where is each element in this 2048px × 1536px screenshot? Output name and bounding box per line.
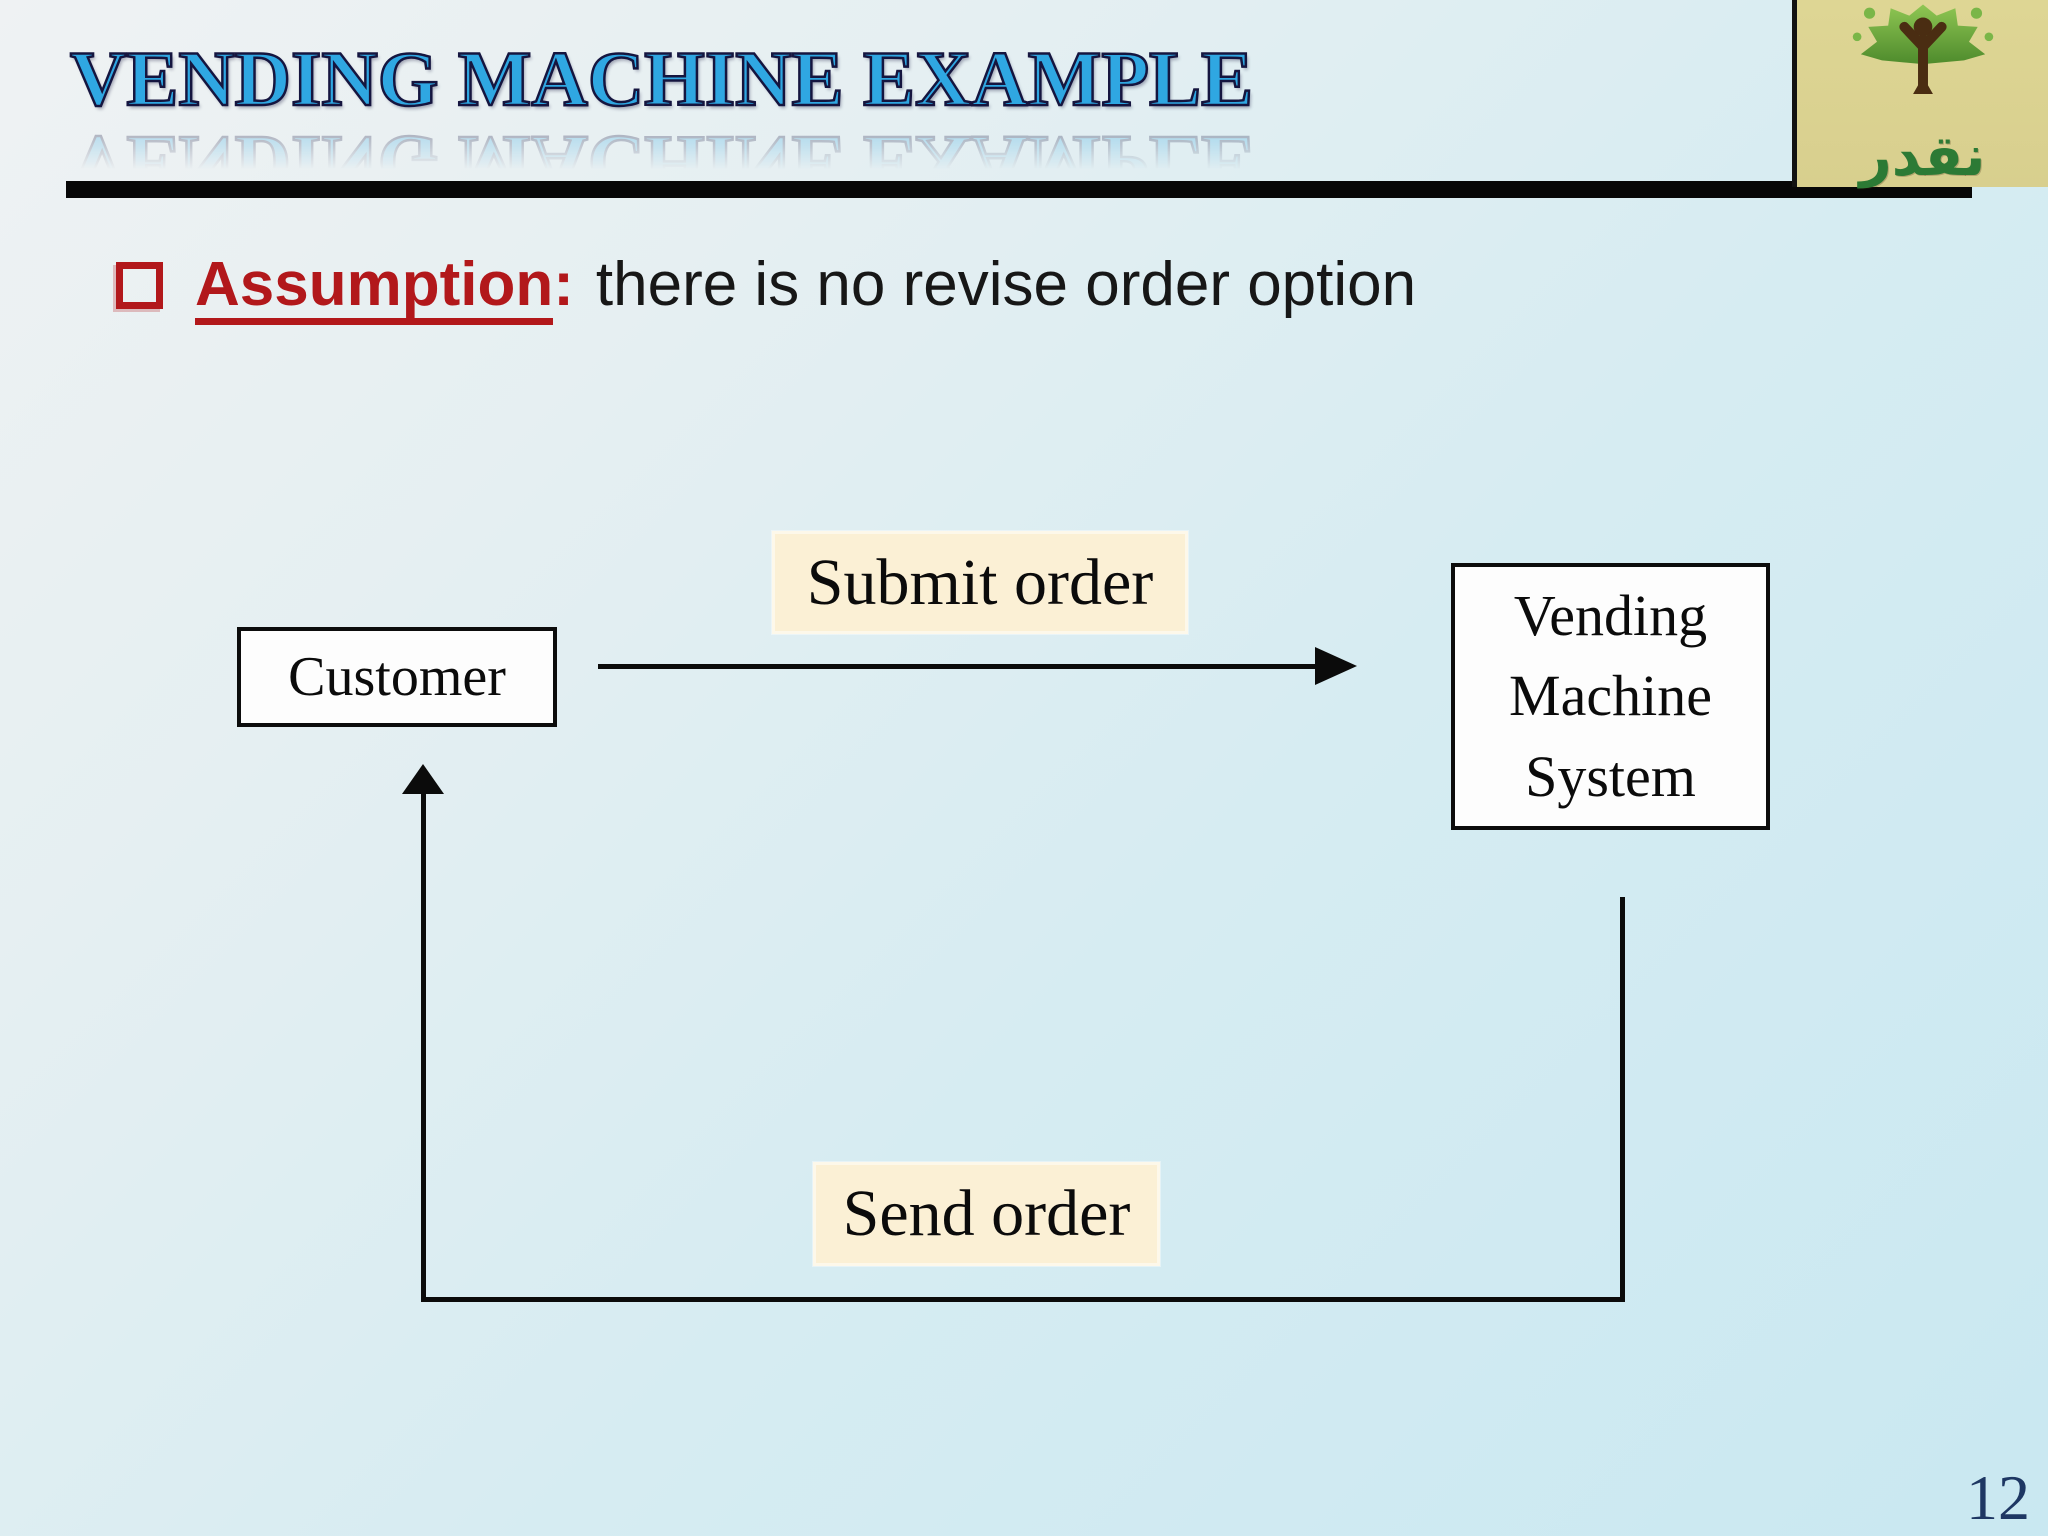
submit-arrow-line [598, 664, 1315, 669]
assumption-text: Assumption: there is no revise order opti… [195, 250, 1417, 326]
organization-logo: نقدر [1792, 0, 2048, 187]
page-number: 12 [1966, 1462, 2030, 1533]
assumption-body: there is no revise order option [595, 250, 1417, 319]
return-arrowhead-icon [402, 764, 444, 794]
return-line-down [1620, 897, 1625, 1302]
assumption-colon: : [553, 250, 574, 319]
return-line-up [421, 788, 426, 1302]
customer-label: Customer [288, 646, 506, 708]
assumption-term: Assumption [195, 252, 554, 326]
send-order-text: Send order [842, 1177, 1131, 1250]
title-block: VENDING MACHINE EXAMPLE VENDING MACHINE … [69, 35, 1255, 208]
submit-order-label: Submit order [772, 531, 1188, 634]
vending-machine-system-box: Vending Machine System [1451, 563, 1770, 830]
send-order-label: Send order [813, 1162, 1160, 1266]
page-title: VENDING MACHINE EXAMPLE [69, 35, 1255, 122]
customer-box: Customer [237, 627, 557, 727]
title-underline [66, 181, 1972, 198]
submit-arrowhead-icon [1315, 647, 1357, 685]
square-bullet-icon [116, 262, 163, 309]
assumption-line: Assumption: there is no revise order opti… [116, 250, 1417, 326]
submit-order-text: Submit order [806, 545, 1154, 619]
return-line-bottom [421, 1297, 1625, 1302]
logo-arabic-text: نقدر [1859, 124, 1986, 189]
system-label: Vending Machine System [1509, 583, 1712, 809]
tree-of-people-icon [1852, 4, 1993, 94]
